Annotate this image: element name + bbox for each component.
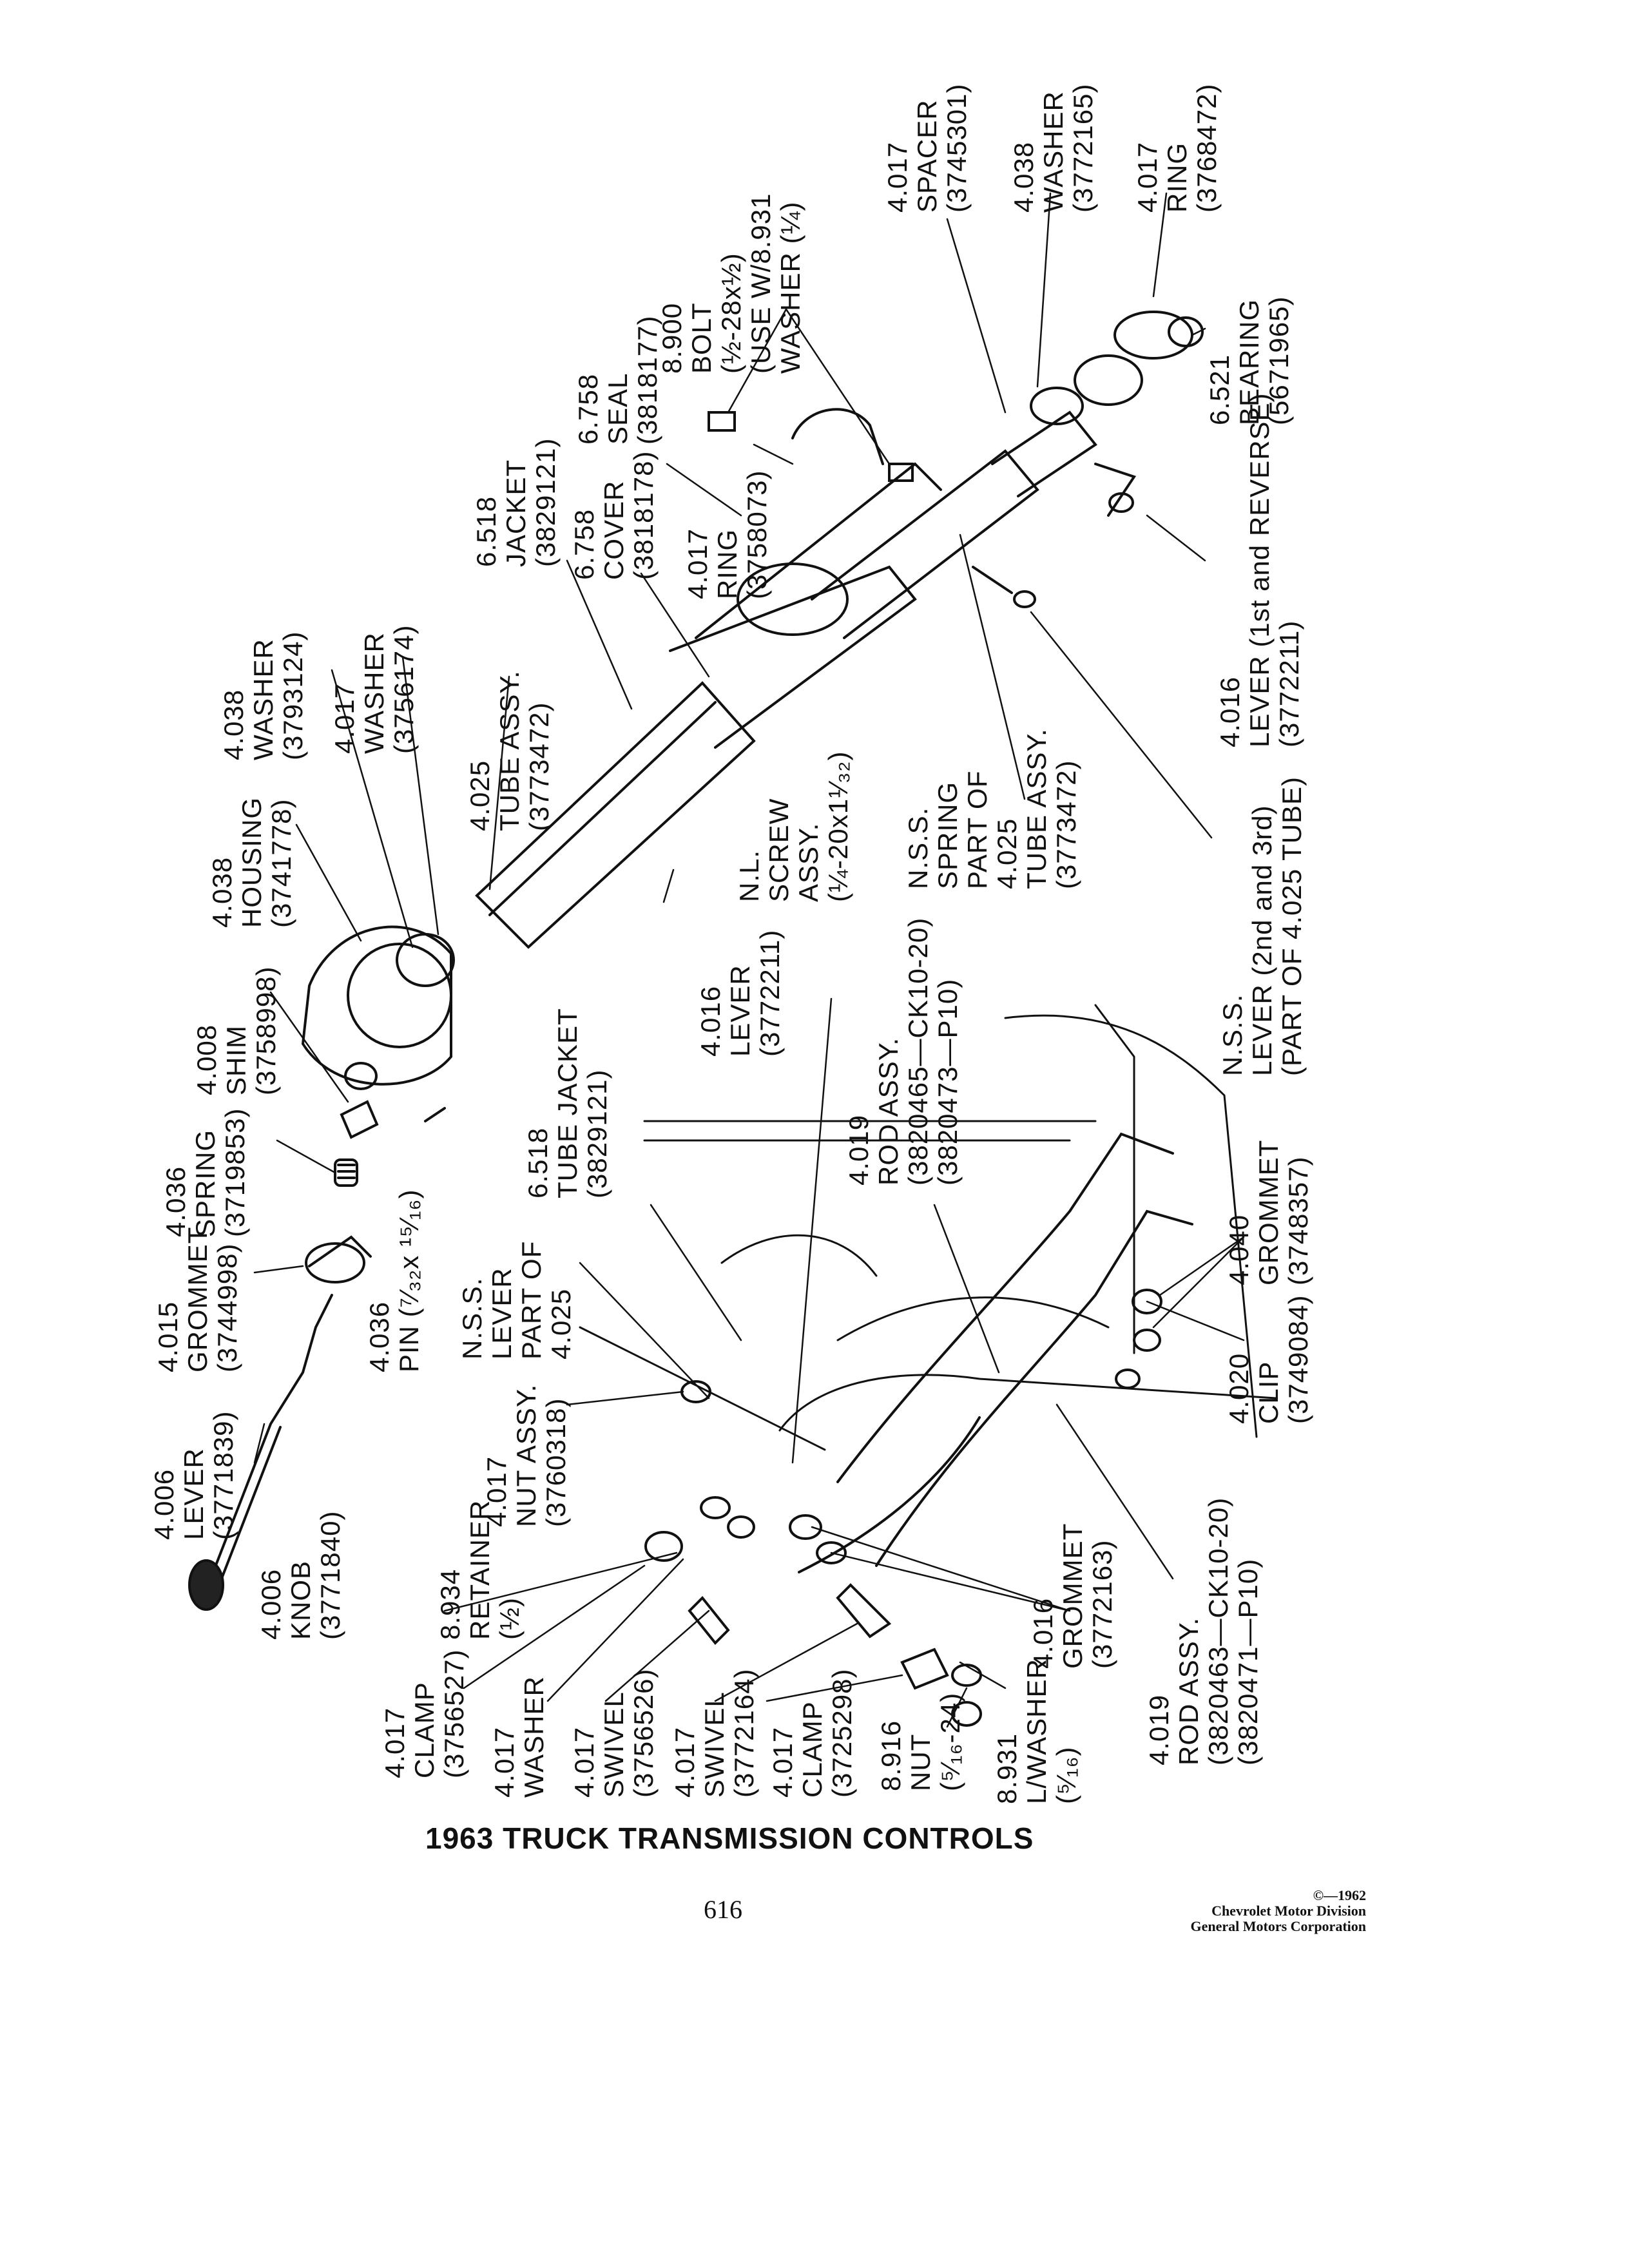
- bearing-icon: [972, 311, 1204, 608]
- shift-lever-icon: [188, 1235, 372, 1611]
- page-number: 616: [704, 1895, 742, 1924]
- bolt-clamp-icon: [708, 408, 914, 482]
- linkage-parts-icon: [644, 1289, 1162, 1727]
- label-nss-lever-2nd3rd: N.S.S.LEVER (2nd and 3rd)(PART OF 4.025 …: [1217, 776, 1307, 1076]
- housing-icon: [301, 925, 455, 1090]
- page-title: 1963 TRUCK TRANSMISSION CONTROLS: [425, 1821, 1034, 1855]
- shift-rods-icon: [798, 1132, 1193, 1573]
- leader-lines: [253, 192, 1245, 1728]
- column-jacket-icon: [475, 410, 1097, 949]
- spring-shim-icon: [334, 1100, 446, 1187]
- copyright-credit: ©—1962 Chevrolet Motor Division General …: [1190, 1887, 1367, 1934]
